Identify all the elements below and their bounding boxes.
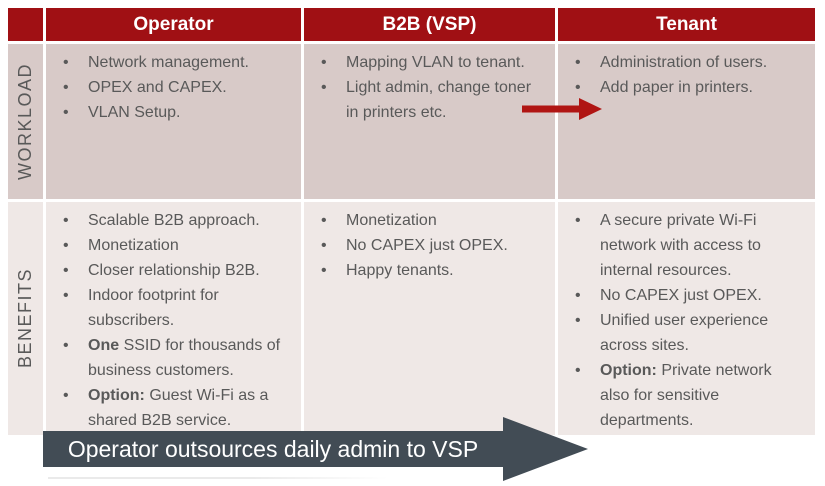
row-label-workload: WORKLOAD [8, 44, 43, 199]
bullet-item: No CAPEX just OPEX. [304, 233, 541, 258]
column-header-tenant: Tenant [558, 8, 815, 41]
bullet-item: Happy tenants. [304, 258, 541, 283]
bullet-list: Network management.OPEX and CAPEX.VLAN S… [46, 50, 287, 125]
cell-benefits-b2b-vsp: MonetizationNo CAPEX just OPEX.Happy ten… [304, 202, 555, 435]
bullet-item: Monetization [46, 233, 287, 258]
cell-workload-b2b-vsp: Mapping VLAN to tenant.Light admin, chan… [304, 44, 555, 199]
cell-workload-operator: Network management.OPEX and CAPEX.VLAN S… [46, 44, 301, 199]
banner-label: Operator outsources daily admin to VSP [67, 436, 479, 462]
bullet-list: A secure private Wi-Fi network with acce… [558, 208, 801, 433]
bullet-item: Option: Guest Wi-Fi as a shared B2B serv… [46, 383, 287, 433]
cell-workload-tenant: Administration of users.Add paper in pri… [558, 44, 815, 199]
row-label-benefits: BENEFITS [8, 202, 43, 435]
bullet-item: Unified user experience across sites. [558, 308, 801, 358]
comparison-table: Operator B2B (VSP) Tenant WORKLOAD Netwo… [8, 8, 815, 435]
bullet-item: Closer relationship B2B. [46, 258, 287, 283]
bullet-item: Mapping VLAN to tenant. [304, 50, 541, 75]
bullet-item: No CAPEX just OPEX. [558, 283, 801, 308]
bullet-list: Scalable B2B approach.MonetizationCloser… [46, 208, 287, 433]
bullet-item: A secure private Wi-Fi network with acce… [558, 208, 801, 283]
bullet-item: Scalable B2B approach. [46, 208, 287, 233]
column-header-b2b-vsp: B2B (VSP) [304, 8, 555, 41]
cell-benefits-operator: Scalable B2B approach.MonetizationCloser… [46, 202, 301, 435]
bullet-list: MonetizationNo CAPEX just OPEX.Happy ten… [304, 208, 541, 283]
bullet-list: Administration of users.Add paper in pri… [558, 50, 801, 100]
divider-line [48, 477, 388, 479]
banner-right-arrow-shape [43, 417, 588, 481]
bullet-item: Add paper in printers. [558, 75, 801, 100]
row-label-benefits-text: BENEFITS [15, 268, 35, 369]
column-header-operator: Operator [46, 8, 301, 41]
cell-benefits-tenant: A secure private Wi-Fi network with acce… [558, 202, 815, 435]
bullet-item: Administration of users. [558, 50, 801, 75]
bullet-item: Monetization [304, 208, 541, 233]
corner-cell [8, 8, 43, 41]
bullet-item: Network management. [46, 50, 287, 75]
bullet-item: One SSID for thousands of business custo… [46, 333, 287, 383]
row-label-workload-text: WORKLOAD [15, 62, 35, 180]
bullet-item: Light admin, change toner in printers et… [304, 75, 541, 125]
bullet-item: OPEX and CAPEX. [46, 75, 287, 100]
bullet-item: Indoor footprint for subscribers. [46, 283, 287, 333]
right-arrow-icon [522, 98, 602, 120]
bullet-item: VLAN Setup. [46, 100, 287, 125]
bullet-list: Mapping VLAN to tenant.Light admin, chan… [304, 50, 541, 125]
bullet-item: Option: Private network also for sensiti… [558, 358, 801, 433]
